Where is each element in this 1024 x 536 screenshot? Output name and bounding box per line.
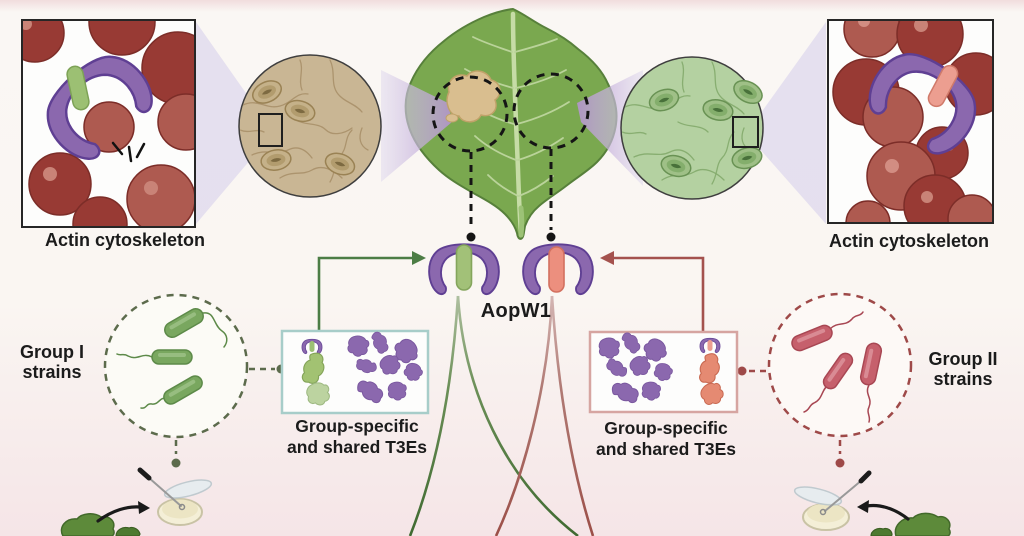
petri-dish-icon: [802, 503, 850, 531]
leaf-lesion: [445, 70, 501, 123]
magnifier-beam-icon: [196, 22, 262, 224]
t3e-right-label: Group-specific and shared T3Es: [596, 418, 736, 460]
bacterium-icon: [163, 375, 203, 405]
elbow-arrow-red: [600, 251, 705, 332]
group2-label-line1: Group II: [928, 349, 998, 369]
zoom-region-rect: [732, 116, 759, 148]
sampling-annotations: [431, 72, 590, 242]
chloroplast-circles: [23, 21, 194, 226]
petri-lid: [793, 486, 843, 506]
epidermis-view-healthy: [620, 56, 767, 200]
process-arrow: [865, 503, 910, 521]
group1-label: Group I strains: [20, 342, 84, 382]
green-curve: [408, 295, 460, 536]
zoom-region-rect: [258, 113, 283, 147]
connector-dot: [466, 232, 476, 242]
group2-label: Group II strains: [928, 349, 998, 389]
group1-strains-circle: [103, 293, 286, 468]
epidermis-view-diseased: [238, 54, 382, 198]
arrowhead: [138, 501, 150, 514]
bacterium-icon: [859, 342, 883, 386]
actin-panel-left: [21, 19, 196, 228]
bacterium-icon: [164, 308, 204, 338]
connector-dot: [546, 232, 556, 242]
red-curve: [494, 295, 554, 536]
elbow-arrow-green: [317, 251, 426, 331]
arrowhead: [412, 251, 426, 265]
epidermis-cell-walls: [240, 59, 369, 183]
aopw1-red-variant-stripe: [548, 246, 565, 293]
aopw1-green-variant-stripe: [455, 244, 473, 291]
magnifier-beam-icon: [381, 70, 452, 182]
arrowhead: [600, 251, 614, 265]
t3e-right-label-line1: Group-specific: [604, 418, 728, 438]
bacterium-icon: [822, 352, 854, 390]
magnifier-beam-icon: [758, 22, 826, 224]
red-curve: [550, 295, 595, 536]
effector-blob-icon: [306, 382, 330, 406]
actin-panel-right-frame: [827, 19, 994, 224]
t3e-left-label-line1: Group-specific: [295, 416, 419, 436]
t3e-left-label-line2: and shared T3Es: [286, 437, 428, 457]
t3e-box-right: [588, 329, 739, 414]
group2-bacterium-on-actin: [927, 64, 959, 108]
petri-workflow-right: [793, 470, 951, 536]
green-curve: [456, 295, 579, 536]
actin-right-label: Actin cytoskeleton: [828, 231, 990, 251]
connector-dot: [737, 366, 747, 376]
aopw1-blobs: [428, 243, 594, 295]
inoculation-loop-icon: [137, 467, 186, 511]
bacterium-icon: [151, 349, 193, 365]
bacterium-icon: [791, 324, 833, 352]
group2-strains-circle: [737, 292, 913, 468]
leaf-pile: [115, 526, 141, 536]
group1-label-line1: Group I: [20, 342, 84, 362]
group1-label-line2: strains: [22, 361, 82, 382]
group1-bacterium-on-actin: [66, 65, 90, 111]
petri-workflow-left: [60, 467, 213, 536]
aopw1-label: AopW1: [480, 300, 552, 322]
group2-label-line2: strains: [933, 368, 993, 389]
connector-dot: [171, 458, 181, 468]
petri-lid: [163, 479, 213, 499]
actin-left-label: Actin cytoskeleton: [44, 230, 206, 250]
petri-dish-icon: [157, 498, 203, 526]
t3e-box-left: [280, 329, 430, 415]
connector-dot: [835, 458, 845, 468]
aopw1-green-variant-stripe: [309, 341, 315, 352]
leaf-icon: [404, 7, 618, 240]
actin-panel-left-frame: [21, 19, 196, 228]
aopw1-red-variant-stripe: [707, 340, 713, 351]
crossing-curves: [408, 295, 595, 536]
leaf-pile: [870, 527, 893, 536]
dashed-circle-healthy: [512, 72, 590, 150]
dashed-circle-diseased: [431, 75, 509, 153]
t3e-right-label-line2: and shared T3Es: [595, 439, 737, 459]
actin-panel-right: [827, 19, 994, 224]
leaf-petiole: [518, 205, 525, 238]
t3e-left-label: Group-specific and shared T3Es: [287, 416, 427, 458]
inoculation-loop-icon: [819, 470, 872, 516]
process-arrow: [96, 505, 142, 523]
arrowhead: [857, 500, 869, 513]
burst-icon: [111, 141, 146, 163]
